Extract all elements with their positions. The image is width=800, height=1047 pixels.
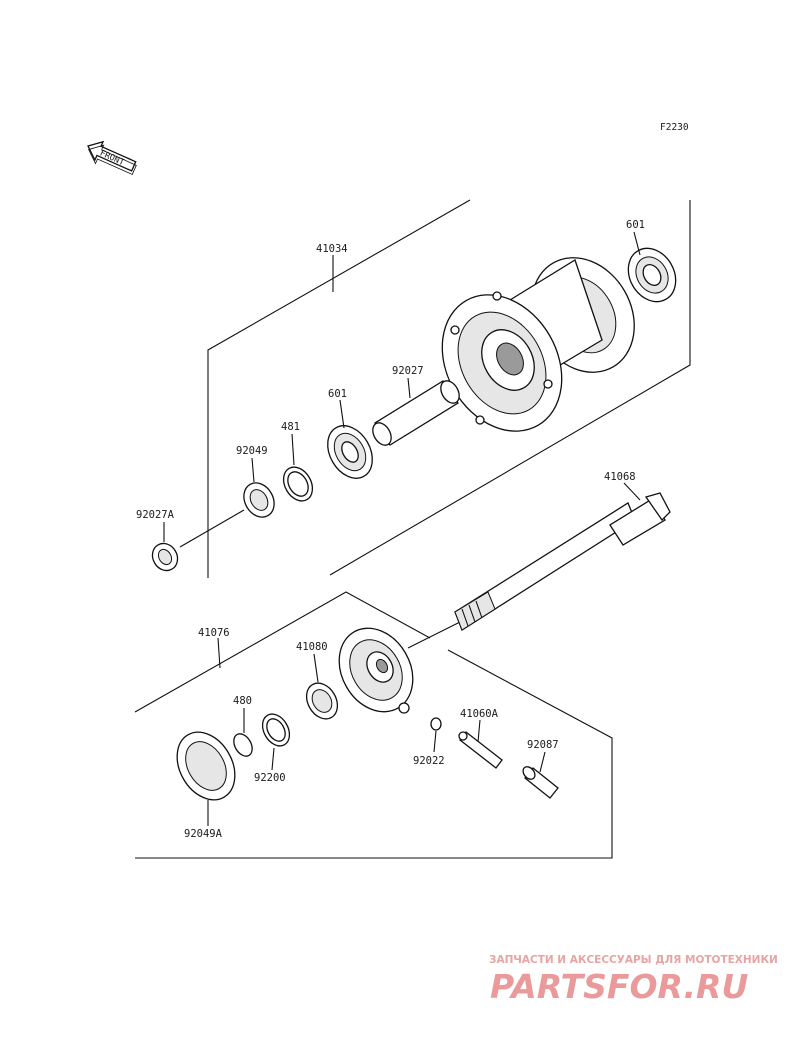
label-92049: 92049 (236, 445, 268, 457)
washer-92022 (430, 717, 442, 731)
seal-92049A (176, 731, 236, 801)
label-92022: 92022 (413, 755, 445, 767)
front-arrow-icon: FRONT (87, 140, 137, 175)
circlip-480 (233, 733, 253, 757)
bushing-92087 (522, 766, 559, 799)
label-480: 480 (233, 695, 252, 707)
collar-92027A (151, 509, 245, 572)
circlip-481 (282, 466, 314, 502)
label-92049A: 92049A (184, 828, 223, 840)
label-601: 601 (328, 388, 347, 400)
bearing-601-right (627, 247, 677, 303)
label-92027A: 92027A (136, 509, 175, 521)
watermark: ЗАПЧАСТИ И АКСЕССУАРЫ ДЛЯ МОТОТЕХНИКИ PA… (489, 954, 778, 1006)
label-601-top: 601 (626, 219, 645, 231)
label-41060A: 41060A (460, 708, 499, 720)
label-41076: 41076 (198, 627, 230, 639)
label-41068: 41068 (604, 471, 636, 483)
speedometer-gear-housing (338, 627, 414, 714)
axle-41068 (407, 492, 671, 649)
spacer-92027 (372, 380, 460, 446)
label-92027: 92027 (392, 365, 424, 377)
leader-lines (163, 231, 641, 826)
gear-assembly-bracket (134, 591, 613, 859)
seal-92049 (243, 482, 275, 518)
label-481: 481 (281, 421, 300, 433)
label-41080: 41080 (296, 641, 328, 653)
watermark-subtitle: ЗАПЧАСТИ И АКСЕССУАРЫ ДЛЯ МОТОТЕХНИКИ (489, 954, 778, 966)
hub-assembly-bracket (207, 199, 691, 578)
drive-gear-41080 (305, 682, 339, 720)
part-labels: 41034 601 92027 601 481 92049 92027A 410… (136, 219, 645, 840)
label-92200: 92200 (254, 772, 286, 784)
wheel-hub (441, 257, 635, 432)
watermark-brand: PARTSFOR.RU (490, 967, 748, 1006)
pinion-41060A (458, 731, 503, 769)
figure-ref: F2230 (660, 122, 689, 133)
bearing-601-left (327, 425, 373, 479)
washer-92200 (261, 713, 291, 747)
label-92087: 92087 (527, 739, 559, 751)
label-41034: 41034 (316, 243, 348, 255)
